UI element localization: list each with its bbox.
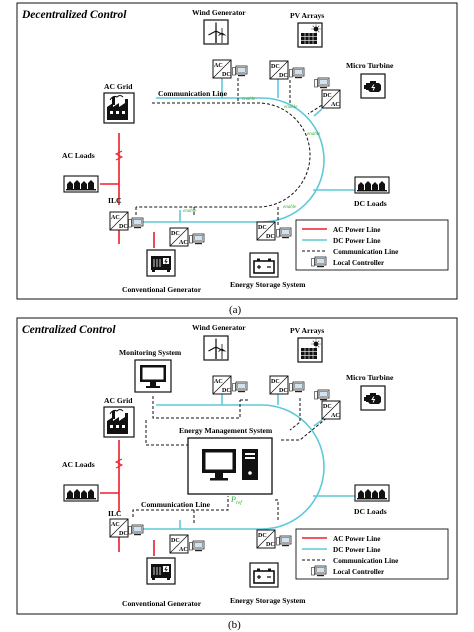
ac-loads-icon (63, 175, 99, 193)
conv-dc-label: DC (258, 533, 267, 539)
wind-turbine-icon (203, 335, 229, 361)
pv-arrays-label-a: PV Arrays (290, 11, 324, 20)
factory-icon (103, 406, 135, 438)
conv-ac-label: AC (214, 63, 223, 69)
ess-label-b: Energy Storage System (230, 596, 306, 605)
conv-ac-label: AC (179, 547, 188, 553)
caption-a: (a) (229, 304, 242, 316)
conv-gen-label-b: Conventional Generator (122, 599, 202, 608)
conv-dc-label: DC (266, 234, 275, 240)
conv-ac-label: AC (111, 522, 120, 528)
conv-ac-label: AC (111, 215, 120, 221)
conv-dc-label: DC (258, 225, 267, 231)
energy-management-system-icon (187, 437, 273, 495)
caption-b: (b) (228, 619, 241, 631)
legend-comm: Communication Line (333, 557, 398, 565)
ac-loads-icon (63, 484, 99, 502)
dc-loads-icon (354, 176, 390, 194)
wind-turbine-icon (203, 19, 229, 45)
ac-loads-label-b: AC Loads (62, 460, 95, 469)
conv-dc-label: DC (171, 231, 180, 237)
legend-local-controller: Local Controller (333, 259, 385, 267)
engine-icon (360, 385, 386, 411)
enable-label-a1: enable (242, 97, 256, 102)
pv-array-icon (297, 22, 323, 48)
micro-turbine-label-a: Micro Turbine (346, 61, 394, 70)
panel-b-title: Centralized Control (22, 324, 116, 336)
legend-dc-power: DC Power Line (333, 237, 380, 245)
conv-ac-label: AC (331, 102, 340, 108)
conv-dc-label: DC (119, 224, 128, 230)
dc-loads-icon (354, 484, 390, 502)
conv-dc-label: DC (171, 538, 180, 544)
ac-grid-label-b: AC Grid (104, 396, 133, 405)
dc-loads-label-b: DC Loads (354, 507, 387, 516)
legend-dc-power: DC Power Line (333, 546, 380, 554)
conv-gen-label-a: Conventional Generator (122, 285, 202, 294)
conv-dc-label: DC (271, 64, 280, 70)
conv-dc-label: DC (323, 93, 332, 99)
monitor-icon (134, 359, 172, 393)
comm-lines-b (132, 396, 335, 523)
ilc-label-a: ILC (108, 196, 122, 205)
comm-lines-a (135, 78, 331, 225)
monitoring-system-label: Monitoring System (119, 348, 182, 357)
dc-loads-label-a: DC Loads (354, 199, 387, 208)
engine-icon (360, 73, 386, 99)
ilc-label-b: ILC (108, 509, 122, 518)
conv-dc-label: DC (279, 388, 288, 394)
legend-a: AC Power Line DC Power Line Communicatio… (295, 219, 449, 271)
legend-ac-power: AC Power Line (333, 535, 380, 543)
conv-dc-label: DC (222, 72, 231, 78)
micro-turbine-label-b: Micro Turbine (346, 373, 394, 382)
conv-dc-label: DC (271, 379, 280, 385)
pv-arrays-label-b: PV Arrays (290, 326, 324, 335)
pref-label: Pref (230, 495, 243, 506)
enable-label-a2: enable (284, 105, 298, 110)
panel-a: Decentralized Control enable enable enab… (16, 2, 458, 316)
pv-array-icon (297, 337, 323, 363)
conv-dc-label: DC (266, 542, 275, 548)
generator-icon (146, 249, 176, 277)
ac-loads-label-a: AC Loads (62, 151, 95, 160)
conv-dc-label: DC (222, 388, 231, 394)
legend-comm: Communication Line (333, 248, 398, 256)
transformer-icon (114, 150, 124, 161)
factory-icon (103, 92, 135, 124)
transformer-icon (114, 458, 124, 469)
legend-ac-power: AC Power Line (333, 226, 380, 234)
conv-dc-label: DC (119, 531, 128, 537)
conv-dc-label: DC (279, 73, 288, 79)
comm-line-label-a: Communication Line (158, 89, 228, 98)
conv-dc-label: DC (323, 404, 332, 410)
panel-a-title: Decentralized Control (21, 9, 127, 21)
panel-b: Centralized Control Wind Generator AC DC (16, 317, 458, 631)
conv-ac-label: AC (331, 413, 340, 419)
battery-icon (249, 252, 279, 278)
generator-icon (146, 557, 176, 585)
enable-label-a3: enable (307, 132, 321, 137)
enable-label-a5: enable (183, 209, 197, 214)
battery-icon (249, 562, 279, 588)
enable-label-a4: enable (283, 205, 297, 210)
conv-ac-label: AC (214, 379, 223, 385)
wind-generator-label-a: Wind Generator (192, 8, 246, 17)
comm-line-label-b: Communication Line (141, 500, 211, 509)
conv-ac-label: AC (179, 240, 188, 246)
legend-local-controller: Local Controller (333, 568, 385, 576)
ess-label-a: Energy Storage System (230, 280, 306, 289)
ac-grid-label-a: AC Grid (104, 82, 133, 91)
ems-label: Energy Management System (179, 426, 273, 435)
legend-b: AC Power Line DC Power Line Communicatio… (295, 528, 449, 580)
wind-generator-label-b: Wind Generator (192, 323, 246, 332)
